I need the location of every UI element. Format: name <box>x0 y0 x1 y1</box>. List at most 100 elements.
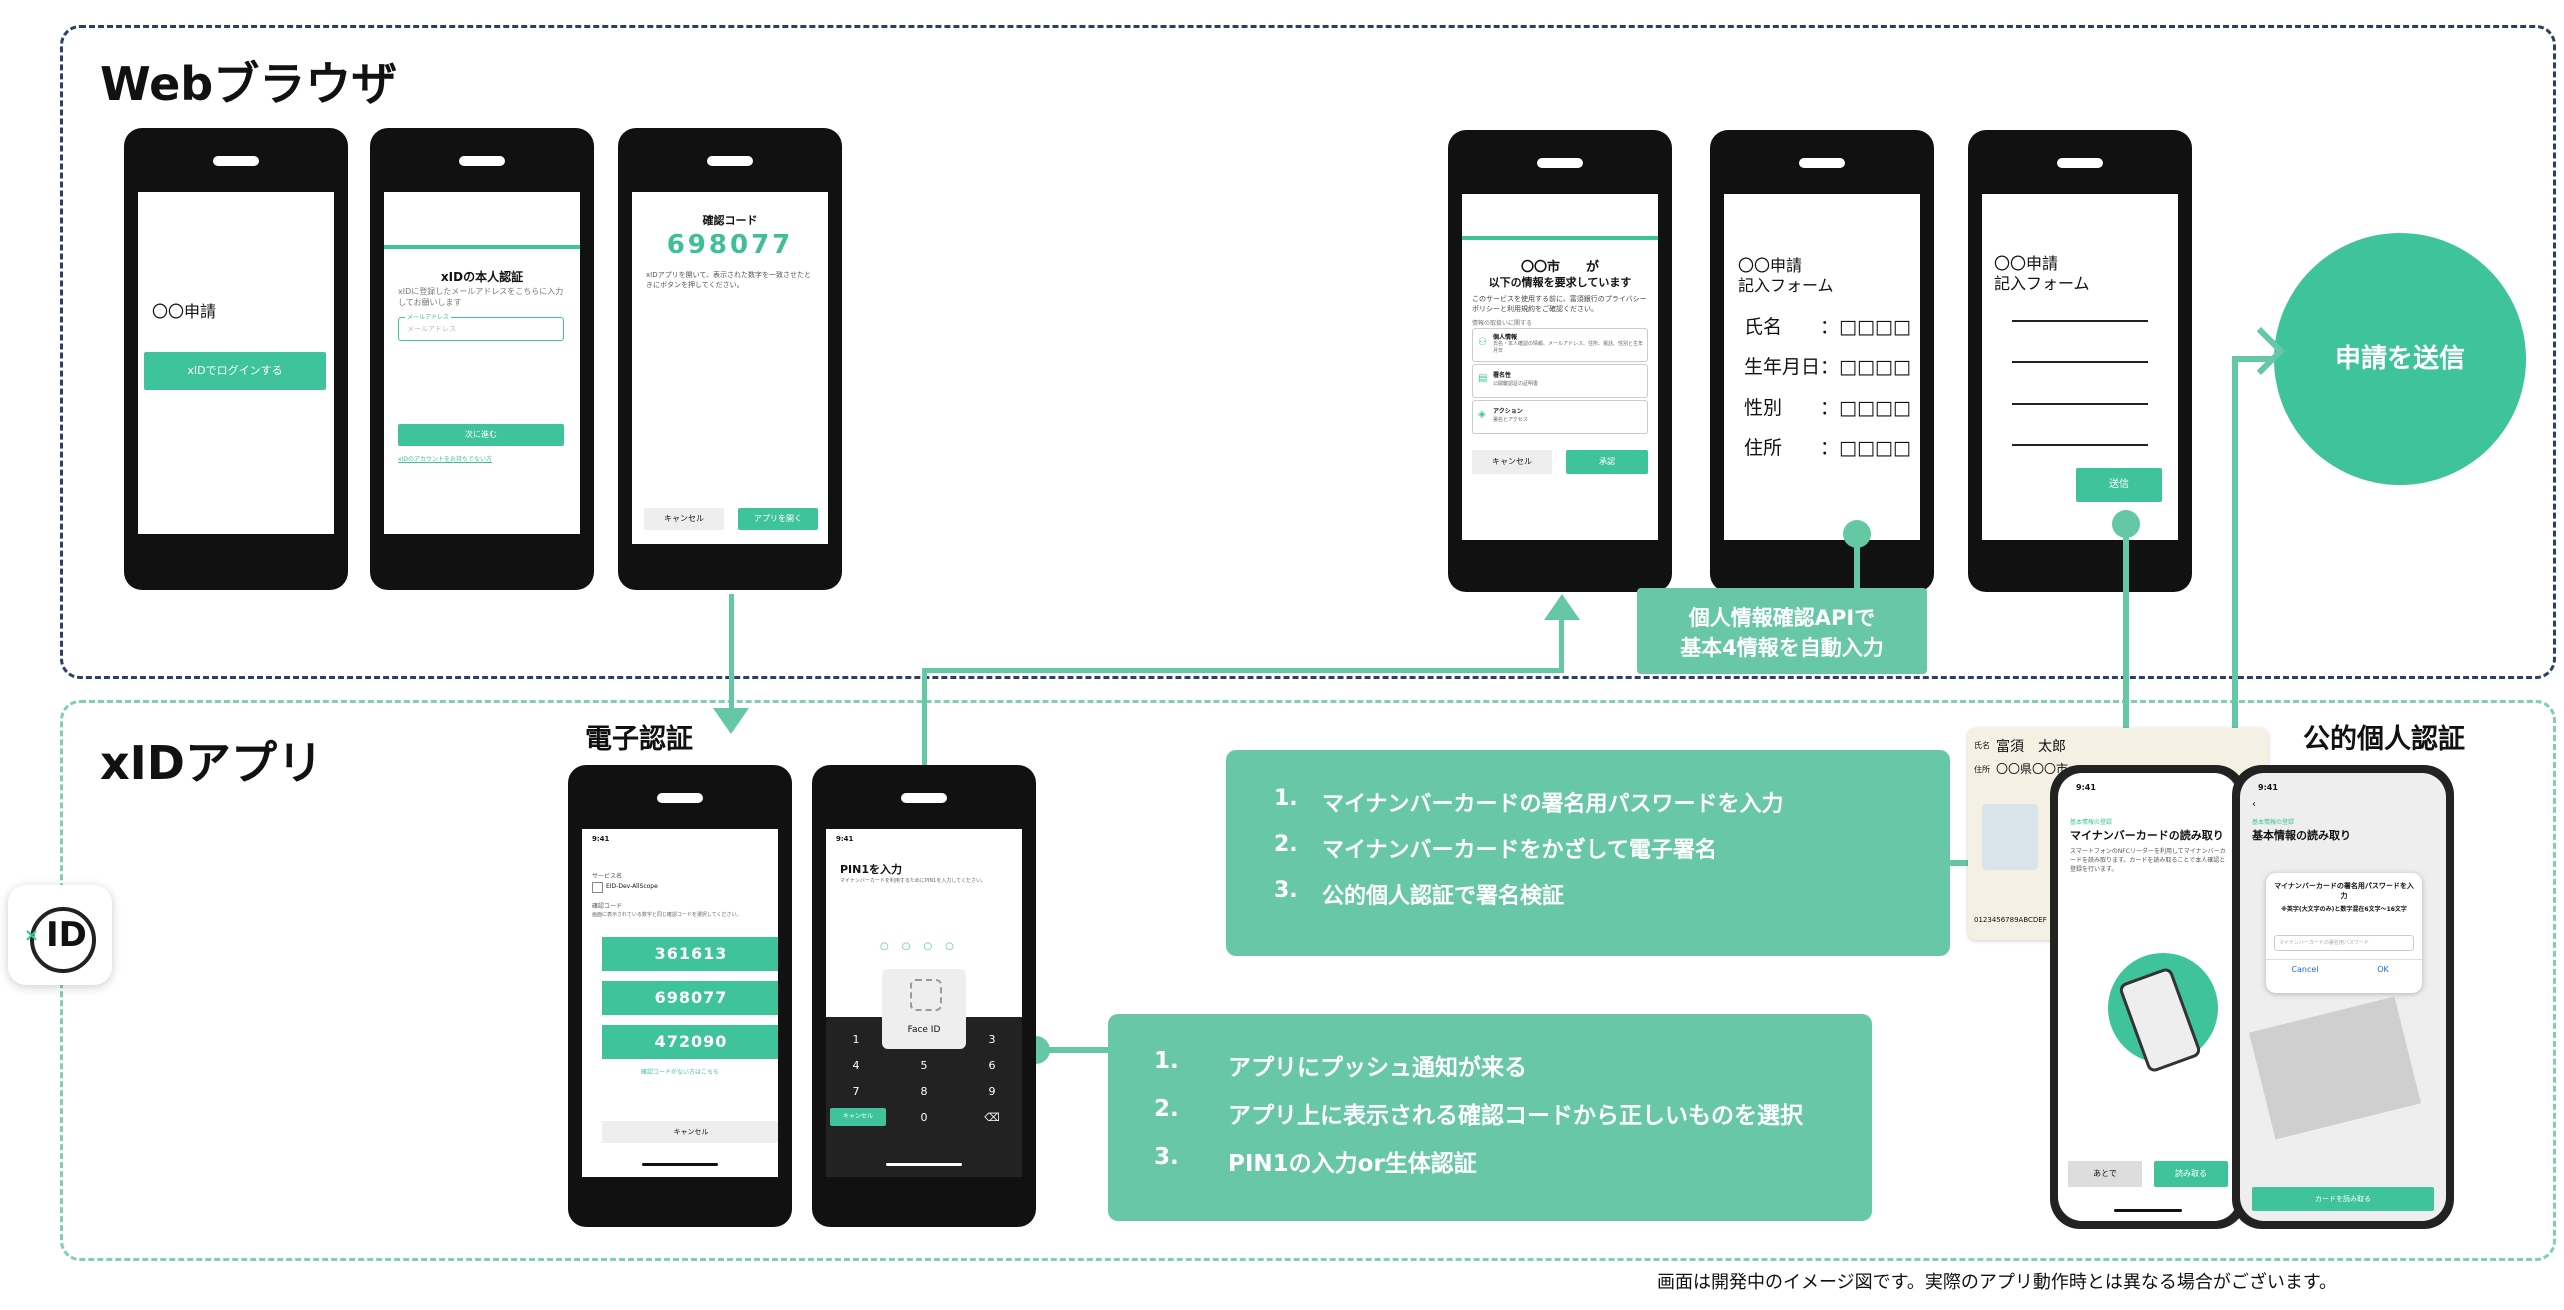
web-phone-3: 確認コード 698077 xIDアプリを開いて、表示された数字を一致させたときに… <box>618 128 842 590</box>
dialog-cancel-button[interactable]: Cancel <box>2291 965 2319 974</box>
xid-auth-desc: xIDに登録したメールアドレスをこちらに入力してお願いします <box>398 287 564 307</box>
next-button[interactable]: 次に進む <box>398 424 564 446</box>
code-option-3[interactable]: 472090 <box>602 1025 778 1059</box>
read-card-button[interactable]: カードを読み取る <box>2252 1187 2434 1211</box>
form-title-2: 記入フォーム <box>1994 274 2090 293</box>
pin-dots: ○○○○ <box>880 941 967 952</box>
connector-line <box>2232 356 2272 362</box>
email-placeholder: メールアドレス <box>407 325 456 333</box>
code-label: 確認コード <box>592 903 623 910</box>
form-row-birth: 生年月日：□□□□ <box>1744 356 1911 378</box>
faceid-overlay: Face ID <box>882 969 966 1049</box>
form-title-1: 〇〇申請 <box>1738 256 1803 275</box>
web-phone-1: 〇〇申請 xIDでログインする <box>124 128 348 590</box>
logo-x-icon: × <box>24 925 40 946</box>
form-line <box>2012 320 2148 322</box>
footer-note: 画面は開発中のイメージ図です。実際のアプリ動作時とは異なる場合がございます。 <box>1657 1272 2338 1293</box>
web-phone-2: xIDの本人認証 xIDに登録したメールアドレスをこちらに入力してお願いします … <box>370 128 594 590</box>
delete-icon[interactable]: ⌫ <box>984 1111 1000 1124</box>
service-name: EID-Dev-AllScope <box>606 883 658 890</box>
connector-line <box>922 668 927 766</box>
connector-line <box>1854 540 1860 590</box>
home-indicator <box>642 1163 718 1166</box>
api-info-box: 個人情報確認APIで 基本4情報を自動入力 <box>1637 588 1927 674</box>
code-desc: 画面に表示されている数字と同じ確認コードを選択してください。 <box>592 912 742 918</box>
pin-cancel-button[interactable]: キャンセル <box>830 1108 886 1126</box>
arrow-down-icon <box>713 708 749 734</box>
scope-item-signature: ▤ 署名性 公開鍵認証の証明書 <box>1472 364 1648 398</box>
app-phone-card-read: 9:41 基本情報の登録 マイナンバーカードの読み取り スマートフォンのNFCリ… <box>2050 765 2246 1229</box>
scope-item-action: ◈ アクション 署名とアクセス <box>1472 400 1648 434</box>
confirm-code-title: 確認コード <box>702 214 758 227</box>
connector-line <box>729 594 734 728</box>
email-label: メールアドレス <box>405 312 452 321</box>
portrait-icon <box>1982 804 2038 870</box>
send-button[interactable]: 送信 <box>2076 468 2162 502</box>
service-icon <box>592 882 603 893</box>
open-app-button[interactable]: アプリを開く <box>738 508 818 530</box>
form-row-gender: 性別 ：□□□□ <box>1744 397 1911 419</box>
connector-line <box>2123 530 2129 770</box>
basic-info-title: 基本情報の読み取り <box>2252 829 2351 842</box>
cancel-button[interactable]: キャンセル <box>602 1121 778 1143</box>
back-icon[interactable]: ‹ <box>2252 799 2256 810</box>
person-icon: ⚇ <box>1478 337 1487 348</box>
tag-icon: ◈ <box>1478 409 1486 420</box>
dialog-ok-button[interactable]: OK <box>2377 965 2389 974</box>
form-line <box>2012 361 2148 363</box>
xid-auth-title: xIDの本人認証 <box>440 270 524 284</box>
home-indicator <box>2114 1209 2182 1212</box>
password-input[interactable]: マイナンバーカードの署名用パスワード <box>2274 935 2414 951</box>
status-time: 9:41 <box>2076 783 2096 792</box>
status-time: 9:41 <box>2258 783 2278 792</box>
xid-login-button[interactable]: xIDでログインする <box>144 352 326 390</box>
later-button[interactable]: あとで <box>2068 1161 2142 1187</box>
app-phone-confirm-code: 9:41 サービス名 EID-Dev-AllScope 確認コード 画面に表示さ… <box>568 765 792 1227</box>
connector-line <box>922 668 1564 673</box>
password-dialog: マイナンバーカードの署名用パスワードを入力 ※英字(大文字のみ)と数字混在6文字… <box>2266 873 2422 993</box>
request-title-1: 〇〇市 が <box>1520 260 1599 275</box>
apply-text: 〇〇申請 <box>152 302 217 321</box>
card-icon: ▤ <box>1478 373 1488 384</box>
service-label: サービス名 <box>592 873 623 880</box>
email-field[interactable]: メールアドレス メールアドレス <box>398 312 564 341</box>
request-section-label: 情報の取扱いに関する <box>1472 320 1533 327</box>
pin-title: PIN1を入力 <box>840 863 903 876</box>
form-title-2: 記入フォーム <box>1738 276 1834 295</box>
xid-logo: × ID <box>8 885 112 985</box>
app-phone-password: 9:41 ‹ 基本情報の登録 基本情報の読み取り マイナンバーカードの署名用パス… <box>2232 765 2454 1229</box>
denshi-label: 電子認証 <box>585 724 693 755</box>
logo-text: ID <box>46 915 87 955</box>
faceid-icon <box>910 979 942 1011</box>
scope-item-personal: ⚇ 個人情報 氏名・本人確認の情報、メールアドレス、住所、電話、性別と生年月日 <box>1472 328 1648 362</box>
confirm-code-value: 698077 <box>666 230 794 260</box>
web-phone-5: 〇〇申請 記入フォーム 氏名 ：□□□□ 生年月日：□□□□ 性別 ：□□□□ … <box>1710 130 1934 592</box>
connector-line <box>2232 356 2238 776</box>
read-button[interactable]: 読み取る <box>2154 1161 2228 1187</box>
form-line <box>2012 444 2148 446</box>
request-desc: このサービスを使用する前に、富須銀行のプライバシーポリシーと利用規約をご確認くだ… <box>1472 295 1647 313</box>
connector-line <box>1036 1047 1110 1053</box>
steps-app-box: 1. アプリにプッシュ通知が来る 2. アプリ上に表示される確認コードから正しい… <box>1108 1014 1872 1221</box>
app-section-title: xIDアプリ <box>100 736 323 790</box>
submit-application-circle: 申請を送信 <box>2274 233 2526 485</box>
form-row-name: 氏名 ：□□□□ <box>1744 316 1911 338</box>
no-account-link[interactable]: xIDのアカウントをお持ちでない方 <box>398 456 492 463</box>
cancel-button[interactable]: キャンセル <box>1472 450 1552 474</box>
pin-desc: マイナンバーカードを利用するためにPIN1を入力してください。 <box>840 878 987 884</box>
web-browser-section <box>60 25 2556 679</box>
home-indicator <box>886 1163 962 1166</box>
koteki-label: 公的個人認証 <box>2303 724 2465 755</box>
confirm-code-desc: xIDアプリを開いて、表示された数字を一致させたときにボタンを押してください。 <box>646 271 812 289</box>
connector-line <box>1559 614 1564 673</box>
web-phone-6: 〇〇申請 記入フォーム 送信 <box>1968 130 2192 592</box>
cancel-button[interactable]: キャンセル <box>644 508 724 530</box>
no-code-link[interactable]: 確認コードがない方はこちら <box>640 1069 719 1076</box>
approve-button[interactable]: 承認 <box>1566 450 1648 474</box>
arrow-up-icon <box>1544 594 1580 620</box>
steps-koteki-box: 1. マイナンバーカードの署名用パスワードを入力 2. マイナンバーカードをかざ… <box>1226 750 1950 956</box>
request-title-2: 以下の情報を要求しています <box>1488 276 1632 289</box>
code-option-2[interactable]: 698077 <box>602 981 778 1015</box>
status-time: 9:41 <box>592 835 610 843</box>
code-option-1[interactable]: 361613 <box>602 937 778 971</box>
